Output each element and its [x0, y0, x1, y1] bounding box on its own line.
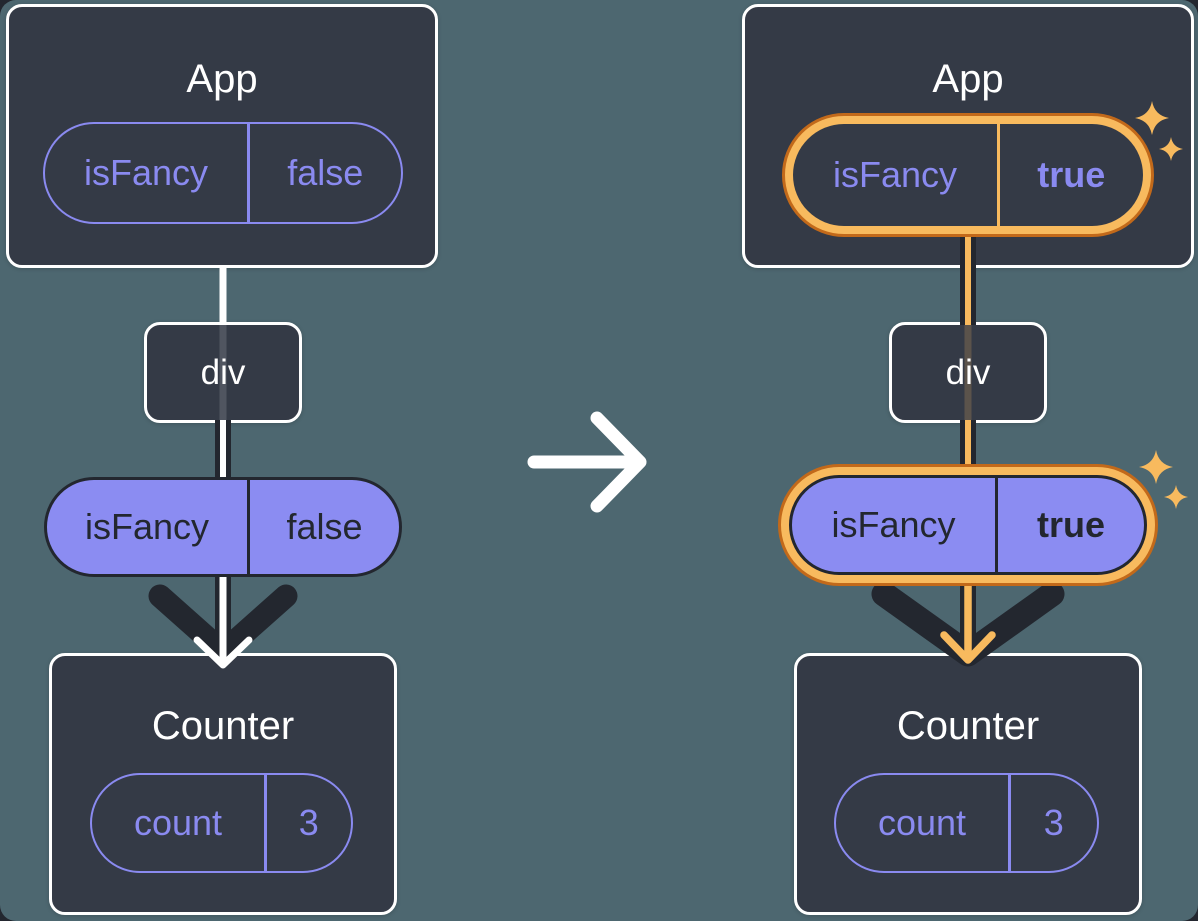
after-prop-arrow-core	[940, 578, 996, 664]
before-div-label: div	[200, 352, 246, 392]
pill-key: isFancy	[84, 506, 210, 547]
after-div-label: div	[945, 352, 991, 392]
after-app-state-pill-highlight: isFancy true	[782, 113, 1154, 237]
pill-divider	[247, 124, 250, 222]
after-counter-state-pill: count 3	[834, 773, 1099, 873]
sparkle-icon-small	[1164, 485, 1188, 509]
pill-value: false	[287, 152, 364, 193]
after-prop-pill: isFancy true	[789, 475, 1147, 575]
sparkle-icon-large	[1139, 450, 1173, 484]
transition-arrow-icon	[527, 411, 647, 513]
pill-value: true	[1036, 504, 1105, 545]
arrow-ghost-line	[964, 325, 972, 420]
pill-divider	[1008, 775, 1011, 871]
pill-key: count	[877, 802, 967, 843]
pill-key: isFancy	[832, 154, 958, 195]
pill-divider	[264, 775, 267, 871]
pill-key: count	[133, 802, 223, 843]
before-prop-pill: isFancy false	[44, 477, 402, 577]
before-app-title: App	[186, 57, 258, 101]
after-app-title: App	[932, 57, 1004, 101]
pill-value: 3	[298, 802, 319, 843]
before-counter-title: Counter	[151, 704, 295, 748]
before-div-box: div	[144, 322, 302, 423]
pill-divider	[997, 124, 1000, 226]
after-app-state-pill: isFancy true	[793, 124, 1143, 226]
arrow-ghost-line	[219, 325, 227, 420]
after-div-box: div	[889, 322, 1047, 423]
pill-key: isFancy	[831, 504, 956, 545]
before-prop-arrow-core	[193, 572, 253, 669]
before-counter-state-pill: count 3	[90, 773, 353, 873]
before-prop-arrowhead	[148, 584, 298, 664]
pill-divider	[995, 478, 998, 572]
after-prop-pill-highlight: isFancy true	[778, 464, 1158, 586]
before-app-state-pill: isFancy false	[43, 122, 403, 224]
pill-value: true	[1037, 154, 1106, 195]
pill-value: false	[286, 506, 363, 547]
after-counter-title: Counter	[896, 704, 1040, 748]
pill-key: isFancy	[83, 152, 209, 193]
pill-value: 3	[1043, 802, 1064, 843]
pill-divider	[247, 480, 250, 574]
after-prop-arrowhead	[871, 581, 1065, 667]
